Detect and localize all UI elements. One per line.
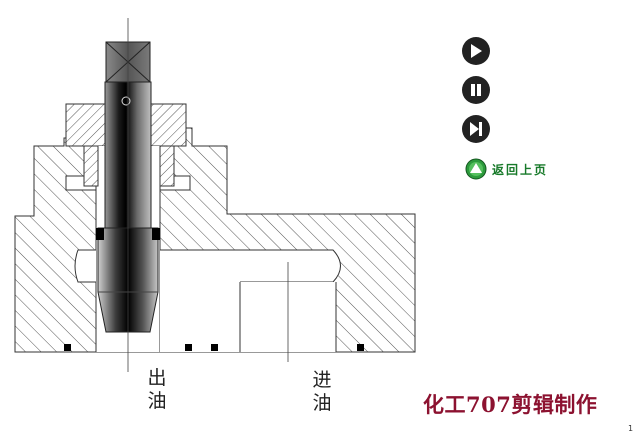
step-forward-button[interactable]	[462, 115, 490, 143]
play-icon	[471, 44, 482, 58]
seal-ring	[357, 344, 364, 351]
gland-sleeve-left	[83, 145, 99, 187]
credit-text: 化工707剪辑制作	[423, 392, 598, 417]
flow-passage	[160, 250, 341, 352]
seal-ring	[64, 344, 71, 351]
seal-ring	[211, 344, 218, 351]
plunger-seal	[152, 228, 160, 240]
outlet-label-char: 油	[147, 390, 167, 412]
return-previous-page-button[interactable]: 返回上页	[465, 157, 548, 181]
inlet-label-char: 进	[312, 369, 332, 391]
outlet-label-char: 出	[147, 367, 167, 389]
plunger-seal	[96, 228, 104, 240]
pause-button[interactable]	[462, 76, 490, 104]
inlet-label-char: 油	[312, 392, 332, 414]
page-number: 1	[628, 424, 634, 433]
up-arrow-icon	[465, 158, 487, 180]
return-previous-page-label: 返回上页	[492, 162, 549, 177]
gland-sleeve-right	[159, 145, 175, 187]
step-forward-icon	[470, 122, 482, 136]
pause-icon	[471, 84, 481, 96]
play-button[interactable]	[462, 37, 490, 65]
outlet-label: 出 油	[146, 367, 168, 413]
stem-pin	[121, 96, 131, 106]
inlet-label: 进 油	[311, 369, 333, 415]
seal-ring	[185, 344, 192, 351]
